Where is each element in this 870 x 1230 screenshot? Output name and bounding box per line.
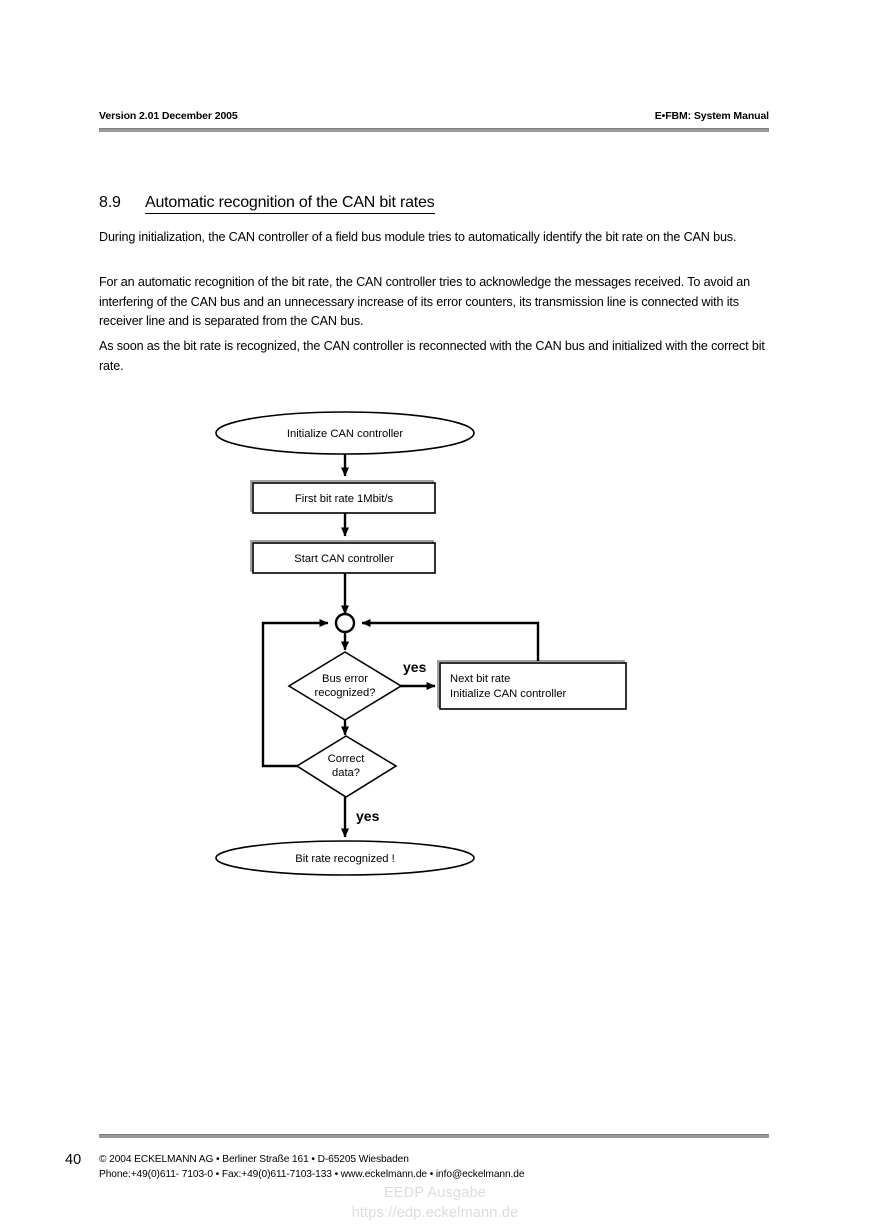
flow-node-correct-data-decision: Correct data? bbox=[295, 735, 398, 798]
footer-divider bbox=[99, 1134, 769, 1138]
header-divider bbox=[99, 128, 769, 132]
watermark-line-2: https://edp.eckelmann.de bbox=[351, 1205, 519, 1221]
section-title: Automatic recognition of the CAN bit rat… bbox=[145, 194, 435, 214]
header-version-text: Version 2.01 December 2005 bbox=[99, 110, 238, 122]
flow-node-bus-error-decision: Bus error recognized? bbox=[287, 651, 403, 721]
flow-end-label: Bit rate recognized ! bbox=[295, 853, 395, 865]
footer-line-1: © 2004 ECKELMANN AG • Berliner Straße 16… bbox=[99, 1154, 409, 1165]
flow-process3-label-line2: Initialize CAN controller bbox=[450, 688, 567, 700]
flow-branch2-yes-label: yes bbox=[356, 808, 380, 824]
flow-process2-label: Start CAN controller bbox=[294, 553, 394, 565]
watermark: EEDP Ausgabe https://edp.eckelmann.de bbox=[0, 1183, 870, 1223]
paragraph-intro: During initialization, the CAN controlle… bbox=[99, 230, 737, 244]
flow-node-start-controller: Start CAN controller bbox=[252, 542, 436, 574]
connectors bbox=[261, 454, 540, 838]
section-number: 8.9 bbox=[99, 194, 121, 211]
flow-decision1-label-line1: Bus error bbox=[322, 673, 368, 685]
flow-node-first-bitrate: First bit rate 1Mbit/s bbox=[252, 482, 436, 514]
page-header: Version 2.01 December 2005 E•FBM: System… bbox=[99, 110, 769, 132]
flow-node-start: Initialize CAN controller bbox=[215, 411, 475, 455]
flow-decision1-label-line2: recognized? bbox=[315, 687, 376, 699]
flow-start-label: Initialize CAN controller bbox=[287, 428, 404, 440]
flow-branch1-yes-label: yes bbox=[403, 659, 427, 675]
flow-decision2-label-line1: Correct bbox=[328, 753, 366, 765]
can-bitrate-flowchart: Initialize CAN controller First bit rate… bbox=[205, 410, 635, 900]
flow-node-junction bbox=[334, 612, 356, 634]
paragraph-result: As soon as the bit rate is recognized, t… bbox=[99, 339, 765, 373]
flow-decision2-label-line2: data? bbox=[332, 767, 360, 779]
flow-process3-label-line1: Next bit rate bbox=[450, 673, 510, 685]
watermark-line-1: EEDP Ausgabe bbox=[383, 1185, 487, 1201]
footer-line-2: Phone:+49(0)611- 7103-0 • Fax:+49(0)611-… bbox=[99, 1169, 525, 1180]
flow-node-next-bitrate: Next bit rate Initialize CAN controller bbox=[439, 662, 627, 710]
flow-process1-label: First bit rate 1Mbit/s bbox=[295, 493, 394, 505]
footer-address: © 2004 ECKELMANN AG • Berliner Straße 16… bbox=[99, 1152, 524, 1182]
header-manual-title: E•FBM: System Manual bbox=[654, 110, 769, 122]
paragraph-detection: For an automatic recognition of the bit … bbox=[99, 275, 750, 328]
flow-node-end: Bit rate recognized ! bbox=[215, 840, 475, 876]
page-number: 40 bbox=[65, 1152, 82, 1168]
